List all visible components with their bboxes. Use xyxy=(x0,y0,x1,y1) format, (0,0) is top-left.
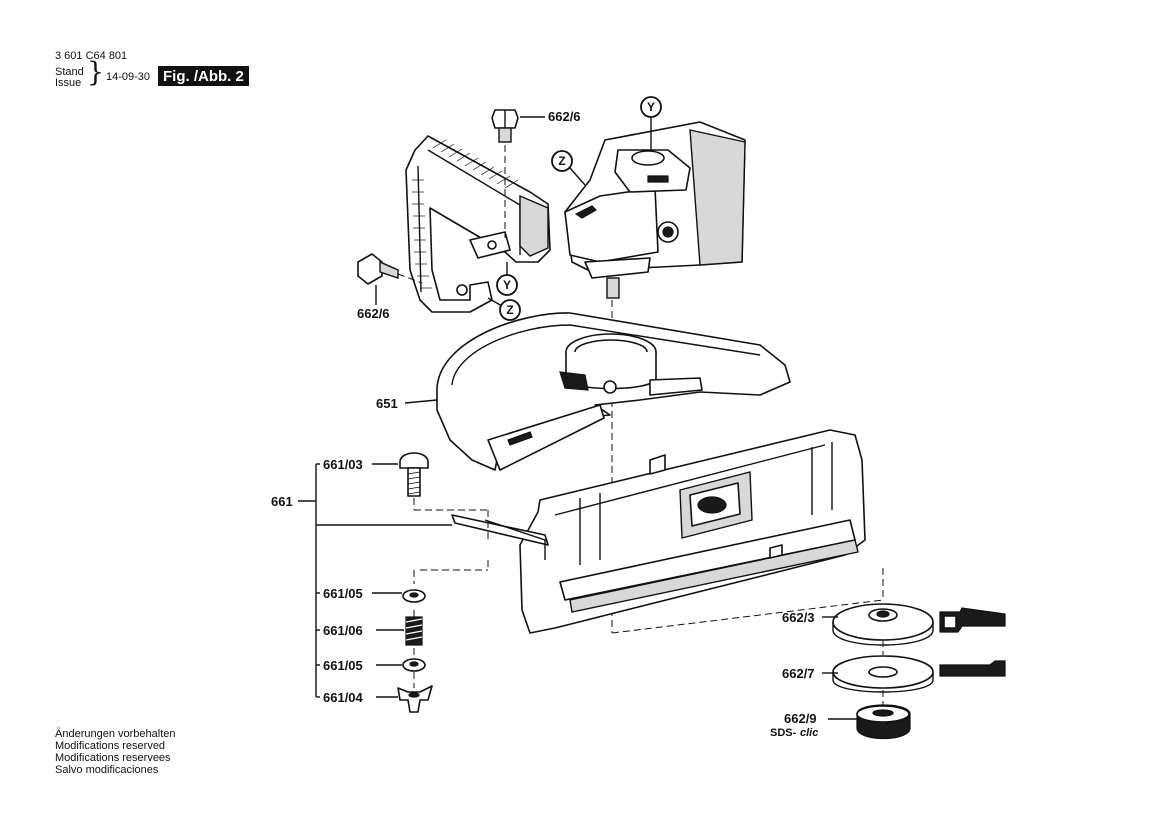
disclaimer-notes: Änderungen vorbehalten Modifications res… xyxy=(55,728,175,776)
issue-label: Issue xyxy=(55,77,82,89)
note-de: Änderungen vorbehalten xyxy=(55,728,176,740)
label-662-6-left: 662/6 xyxy=(357,306,390,321)
grinder-head xyxy=(564,121,746,633)
label-661-05-a: 661/05 xyxy=(323,586,363,601)
label-651: 651 xyxy=(376,396,398,411)
label-661-05-b: 661/05 xyxy=(323,658,363,673)
bolt-662-6-left xyxy=(357,253,423,285)
guide-sled-661 xyxy=(451,429,866,634)
label-sds-prefix: SDS- xyxy=(770,727,797,739)
callout-y-handle: Y xyxy=(496,274,518,296)
figure-label: Fig. /Abb. 2 xyxy=(158,66,249,86)
label-662-7: 662/7 xyxy=(782,666,815,681)
callout-y-top-label: Y xyxy=(647,100,655,114)
label-661-04: 661/04 xyxy=(323,690,364,705)
bolt-662-6-top xyxy=(491,109,519,238)
brace-glyph: } xyxy=(87,57,105,88)
side-handle xyxy=(405,135,551,313)
label-662-3: 662/3 xyxy=(782,610,815,625)
issue-date: 14-09-30 xyxy=(106,71,151,83)
callout-z-handle: Z xyxy=(499,299,521,321)
label-661: 661 xyxy=(271,494,293,509)
callout-z-top-label: Z xyxy=(558,154,565,168)
washer-661-05-b xyxy=(402,658,426,672)
nut-662-9 xyxy=(856,704,911,739)
wing-nut-661-04 xyxy=(397,685,433,713)
flange-662-3 xyxy=(832,603,1006,646)
sled-leaders xyxy=(298,463,489,698)
wheel-guard-651 xyxy=(436,312,791,471)
part-number: 3 601 C64 801 xyxy=(55,50,128,62)
label-662-9: 662/9 xyxy=(784,711,817,726)
callout-y-handle-label: Y xyxy=(503,278,511,292)
label-661-03: 661/03 xyxy=(323,457,363,472)
note-fr: Modifications reservees xyxy=(55,752,171,764)
callout-y-top: Y xyxy=(640,96,662,118)
callout-z-handle-label: Z xyxy=(506,303,513,317)
spring-661-06 xyxy=(405,616,423,646)
callout-z-top: Z xyxy=(551,150,573,172)
label-sds-suffix: clic xyxy=(800,727,818,739)
label-leaders xyxy=(372,116,857,720)
washer-661-05-a xyxy=(402,589,426,603)
note-es: Salvo modificaciones xyxy=(55,764,159,776)
flange-662-7 xyxy=(832,655,1006,693)
label-662-6-top: 662/6 xyxy=(548,109,581,124)
carriage-bolt-661-03 xyxy=(399,452,429,497)
label-661-06: 661/06 xyxy=(323,623,363,638)
note-en: Modifications reserved xyxy=(55,740,166,752)
stand-label: Stand xyxy=(55,66,84,78)
